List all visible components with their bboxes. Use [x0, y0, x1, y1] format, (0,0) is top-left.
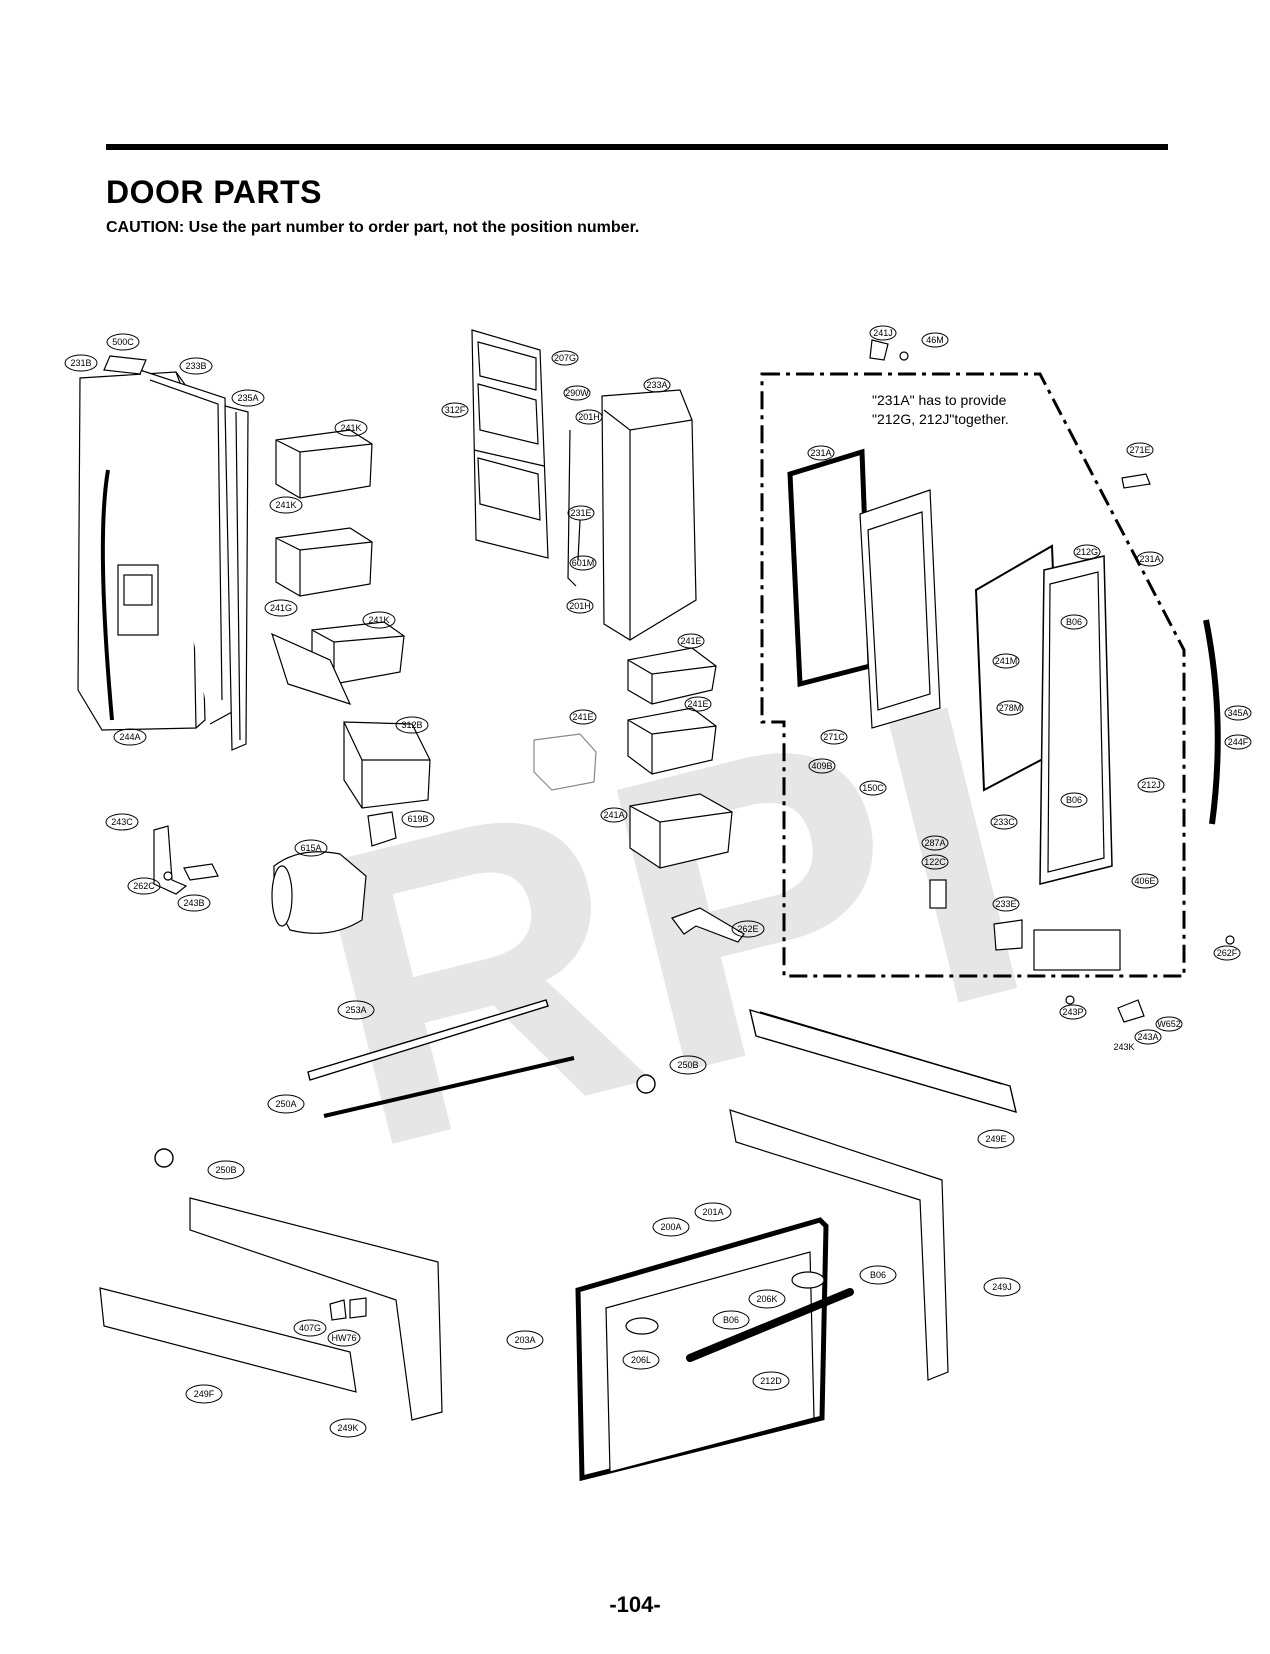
callout-B06-1: B06 — [1066, 617, 1082, 627]
callout-253A: 253A — [345, 1005, 366, 1015]
callout-233E: 233E — [995, 899, 1016, 909]
callouts: 500C 231B 233B 235A 241K 241K 241G 241K … — [64, 325, 1252, 1438]
callout-241E-2: 241E — [687, 699, 708, 709]
callout-262C: 262C — [133, 881, 155, 891]
callout-271E: 271E — [1129, 445, 1150, 455]
callout-249F: 249F — [194, 1389, 215, 1399]
page-title: DOOR PARTS — [106, 174, 322, 210]
callout-201H-2: 201H — [569, 601, 591, 611]
callout-262F: 262F — [1217, 948, 1238, 958]
callout-241K-2: 241K — [275, 500, 296, 510]
callout-241E-1: 241E — [680, 636, 701, 646]
callout-290W: 290W — [565, 388, 589, 398]
callout-278M: 278M — [999, 703, 1022, 713]
callout-244F: 244F — [1228, 737, 1249, 747]
drawer-front — [575, 1217, 854, 1482]
callout-212G: 212G — [1076, 547, 1098, 557]
kit-note-line-2: "212G, 212J"together. — [872, 411, 1009, 427]
callout-231B: 231B — [70, 358, 91, 368]
callout-206L: 206L — [631, 1355, 651, 1365]
callout-249K: 249K — [337, 1423, 358, 1433]
kit-note-line-1: "231A" has to provide — [872, 392, 1007, 408]
door-bins-left — [271, 429, 431, 809]
callout-B06-3: B06 — [870, 1270, 886, 1280]
callout-312F: 312F — [445, 405, 466, 415]
callout-241K-3: 241K — [368, 615, 389, 625]
callout-203A: 203A — [514, 1335, 535, 1345]
callout-615A: 615A — [300, 843, 321, 853]
callout-201A: 201A — [702, 1207, 723, 1217]
header-rule — [106, 144, 1168, 150]
callout-243A: 243A — [1137, 1032, 1158, 1042]
callout-250B-1: 250B — [677, 1060, 698, 1070]
callout-243P: 243P — [1062, 1007, 1083, 1017]
callout-312B: 312B — [401, 720, 422, 730]
watermark-text: RPI — [273, 613, 1066, 1237]
callout-200A: 200A — [660, 1222, 681, 1232]
callout-406E: 406E — [1134, 876, 1155, 886]
page-number: -104- — [609, 1592, 661, 1617]
callout-233B: 233B — [185, 361, 206, 371]
callout-619B: 619B — [407, 814, 428, 824]
door-kit-boundary — [760, 372, 1186, 978]
callout-241A: 241A — [603, 810, 624, 820]
callout-150C: 150C — [862, 783, 884, 793]
callout-262E: 262E — [737, 924, 758, 934]
callout-500C: 500C — [112, 337, 134, 347]
callout-46M: 46M — [926, 335, 944, 345]
callout-250B-2: 250B — [215, 1165, 236, 1175]
right-small-hardware — [869, 339, 1235, 1023]
callout-241M: 241M — [995, 656, 1018, 666]
callout-B06-4: B06 — [723, 1315, 739, 1325]
callout-241E-3: 241E — [572, 712, 593, 722]
callout-249E: 249E — [985, 1134, 1006, 1144]
callout-206K: 206K — [756, 1294, 777, 1304]
callout-243B: 243B — [183, 898, 204, 908]
callout-W652: W652 — [1157, 1019, 1181, 1029]
callout-241G: 241G — [270, 603, 292, 613]
callout-407G: 407G — [299, 1323, 321, 1333]
callout-231E: 231E — [570, 508, 591, 518]
callout-345A: 345A — [1227, 708, 1248, 718]
left-door-assembly — [77, 355, 249, 751]
callout-243C: 243C — [111, 817, 133, 827]
callout-212D: 212D — [760, 1376, 782, 1386]
callout-231A-2: 231A — [1139, 554, 1160, 564]
callout-231A-1: 231A — [810, 448, 831, 458]
callout-212J: 212J — [1141, 780, 1161, 790]
middle-door-liner — [471, 329, 697, 641]
callout-244A: 244A — [119, 732, 140, 742]
callout-235A: 235A — [237, 393, 258, 403]
callout-271C: 271C — [823, 732, 845, 742]
rails-and-gaskets — [154, 999, 1017, 1168]
callout-HW76: HW76 — [331, 1333, 356, 1343]
caution-text: CAUTION: Use the part number to order pa… — [106, 219, 640, 236]
callout-122C: 122C — [924, 857, 946, 867]
callout-B06-2: B06 — [1066, 795, 1082, 805]
callout-409B: 409B — [811, 761, 832, 771]
callout-287A: 287A — [924, 838, 945, 848]
callout-233A: 233A — [646, 380, 667, 390]
callout-201H-1: 201H — [578, 412, 600, 422]
callout-250A: 250A — [275, 1099, 296, 1109]
callout-601M: 601M — [572, 558, 595, 568]
callout-243K: 243K — [1113, 1042, 1134, 1052]
lower-brackets — [99, 1109, 949, 1421]
callout-207G: 207G — [554, 353, 576, 363]
callout-233C: 233C — [993, 817, 1015, 827]
callout-241K-1: 241K — [340, 423, 361, 433]
door-bins-middle — [533, 647, 745, 943]
left-small-hardware — [153, 811, 397, 934]
callout-249J: 249J — [992, 1282, 1012, 1292]
door-frame-kit — [787, 448, 1221, 971]
callout-241J: 241J — [873, 328, 893, 338]
